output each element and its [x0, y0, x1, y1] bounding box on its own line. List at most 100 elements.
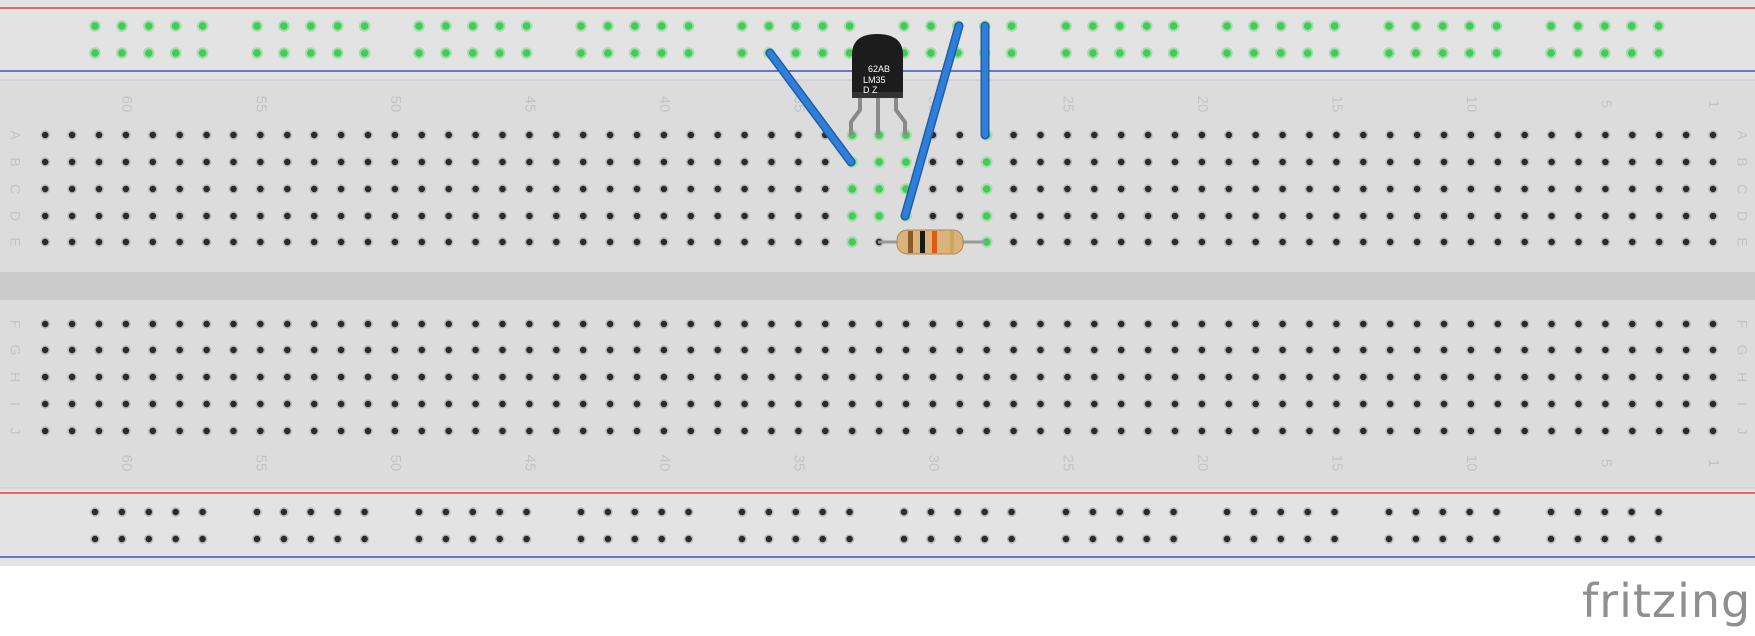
hole-e49[interactable] [417, 237, 427, 247]
hole-b58[interactable] [174, 157, 185, 167]
hole-c32[interactable] [873, 183, 885, 195]
hole-e53[interactable] [309, 237, 319, 247]
rail-hole-bottom[interactable] [1141, 534, 1152, 544]
rail-hole-bottom[interactable] [603, 534, 613, 544]
hole-h5[interactable] [1600, 372, 1611, 382]
hole-g60[interactable] [121, 345, 131, 355]
hole-b18[interactable] [1250, 157, 1261, 167]
rail-hole-top[interactable] [925, 47, 937, 59]
hole-d19[interactable] [1224, 211, 1234, 221]
hole-d28[interactable] [980, 210, 993, 222]
hole-f35[interactable] [793, 319, 804, 329]
hole-e4[interactable] [1627, 237, 1638, 247]
hole-j40[interactable] [659, 426, 669, 436]
hole-g26[interactable] [1035, 345, 1046, 355]
rail-hole-bottom[interactable] [1302, 534, 1313, 544]
rail-hole-top[interactable] [196, 20, 209, 32]
hole-f58[interactable] [174, 319, 185, 329]
rail-hole-bottom[interactable] [1384, 507, 1394, 517]
hole-g57[interactable] [201, 345, 212, 355]
hole-i42[interactable] [605, 399, 615, 409]
rail-hole-top[interactable] [1383, 20, 1395, 32]
hole-i58[interactable] [174, 399, 185, 409]
hole-g31[interactable] [901, 345, 911, 355]
hole-e38[interactable] [712, 237, 723, 247]
rail-hole-bottom[interactable] [144, 507, 154, 517]
hole-j22[interactable] [1143, 426, 1153, 436]
hole-c50[interactable] [390, 184, 400, 194]
rail-hole-bottom[interactable] [603, 507, 613, 517]
rail-hole-bottom[interactable] [1249, 534, 1259, 544]
hole-i28[interactable] [981, 399, 992, 409]
hole-h28[interactable] [981, 372, 992, 382]
hole-c26[interactable] [1035, 184, 1046, 194]
hole-e42[interactable] [605, 237, 615, 247]
hole-a16[interactable] [1304, 130, 1315, 140]
rail-hole-top[interactable] [1060, 20, 1072, 32]
rail-hole-top[interactable] [413, 20, 425, 32]
hole-a47[interactable] [470, 130, 481, 140]
hole-c6[interactable] [1573, 184, 1584, 194]
hole-j20[interactable] [1197, 426, 1207, 436]
hole-e59[interactable] [148, 237, 158, 247]
hole-h16[interactable] [1304, 372, 1315, 382]
hole-e13[interactable] [1385, 237, 1395, 247]
hole-e54[interactable] [282, 237, 293, 247]
hole-i7[interactable] [1546, 399, 1557, 409]
hole-d57[interactable] [201, 211, 212, 221]
rail-hole-top[interactable] [440, 20, 452, 32]
hole-g55[interactable] [255, 345, 266, 355]
hole-i37[interactable] [739, 399, 750, 409]
rail-hole-top[interactable] [1545, 20, 1557, 32]
hole-e12[interactable] [1412, 237, 1422, 247]
hole-b31[interactable] [900, 156, 912, 168]
hole-i45[interactable] [524, 399, 535, 409]
hole-b42[interactable] [605, 157, 615, 167]
rail-hole-top[interactable] [1328, 20, 1341, 32]
rail-hole-bottom[interactable] [1006, 507, 1017, 517]
hole-h18[interactable] [1250, 372, 1261, 382]
hole-c9[interactable] [1493, 184, 1503, 194]
hole-d36[interactable] [766, 211, 777, 221]
hole-d49[interactable] [417, 211, 427, 221]
hole-f45[interactable] [524, 319, 535, 329]
hole-i20[interactable] [1197, 399, 1207, 409]
hole-h1[interactable] [1708, 372, 1718, 382]
rail-hole-top[interactable] [655, 47, 668, 59]
rail-hole-bottom[interactable] [817, 534, 828, 544]
hole-b45[interactable] [524, 157, 535, 167]
hole-b11[interactable] [1439, 157, 1449, 167]
hole-h47[interactable] [470, 372, 481, 382]
hole-j60[interactable] [121, 426, 131, 436]
hole-g51[interactable] [363, 345, 373, 355]
rail-hole-top[interactable] [169, 47, 182, 59]
rail-hole-top[interactable] [1625, 20, 1638, 32]
hole-c29[interactable] [955, 184, 965, 194]
hole-e46[interactable] [497, 237, 508, 247]
hole-g1[interactable] [1708, 345, 1718, 355]
hole-c61[interactable] [94, 184, 104, 194]
hole-i4[interactable] [1627, 399, 1638, 409]
hole-a7[interactable] [1546, 130, 1557, 140]
hole-g7[interactable] [1546, 345, 1557, 355]
hole-f6[interactable] [1573, 319, 1584, 329]
hole-i9[interactable] [1493, 399, 1503, 409]
hole-d32[interactable] [873, 210, 885, 222]
hole-i38[interactable] [712, 399, 723, 409]
hole-b36[interactable] [766, 157, 777, 167]
hole-d27[interactable] [1008, 211, 1019, 221]
rail-hole-bottom[interactable] [1115, 534, 1125, 544]
rail-hole-bottom[interactable] [576, 507, 586, 517]
hole-f42[interactable] [605, 319, 615, 329]
hole-g22[interactable] [1143, 345, 1153, 355]
rail-hole-bottom[interactable] [1088, 534, 1098, 544]
hole-d62[interactable] [67, 211, 77, 221]
hole-a61[interactable] [94, 130, 104, 140]
hole-f47[interactable] [470, 319, 481, 329]
hole-e51[interactable] [363, 237, 373, 247]
hole-h34[interactable] [820, 372, 831, 382]
hole-c51[interactable] [363, 184, 373, 194]
rail-hole-top[interactable] [1221, 20, 1233, 32]
hole-d35[interactable] [793, 211, 804, 221]
hole-e23[interactable] [1116, 237, 1126, 247]
